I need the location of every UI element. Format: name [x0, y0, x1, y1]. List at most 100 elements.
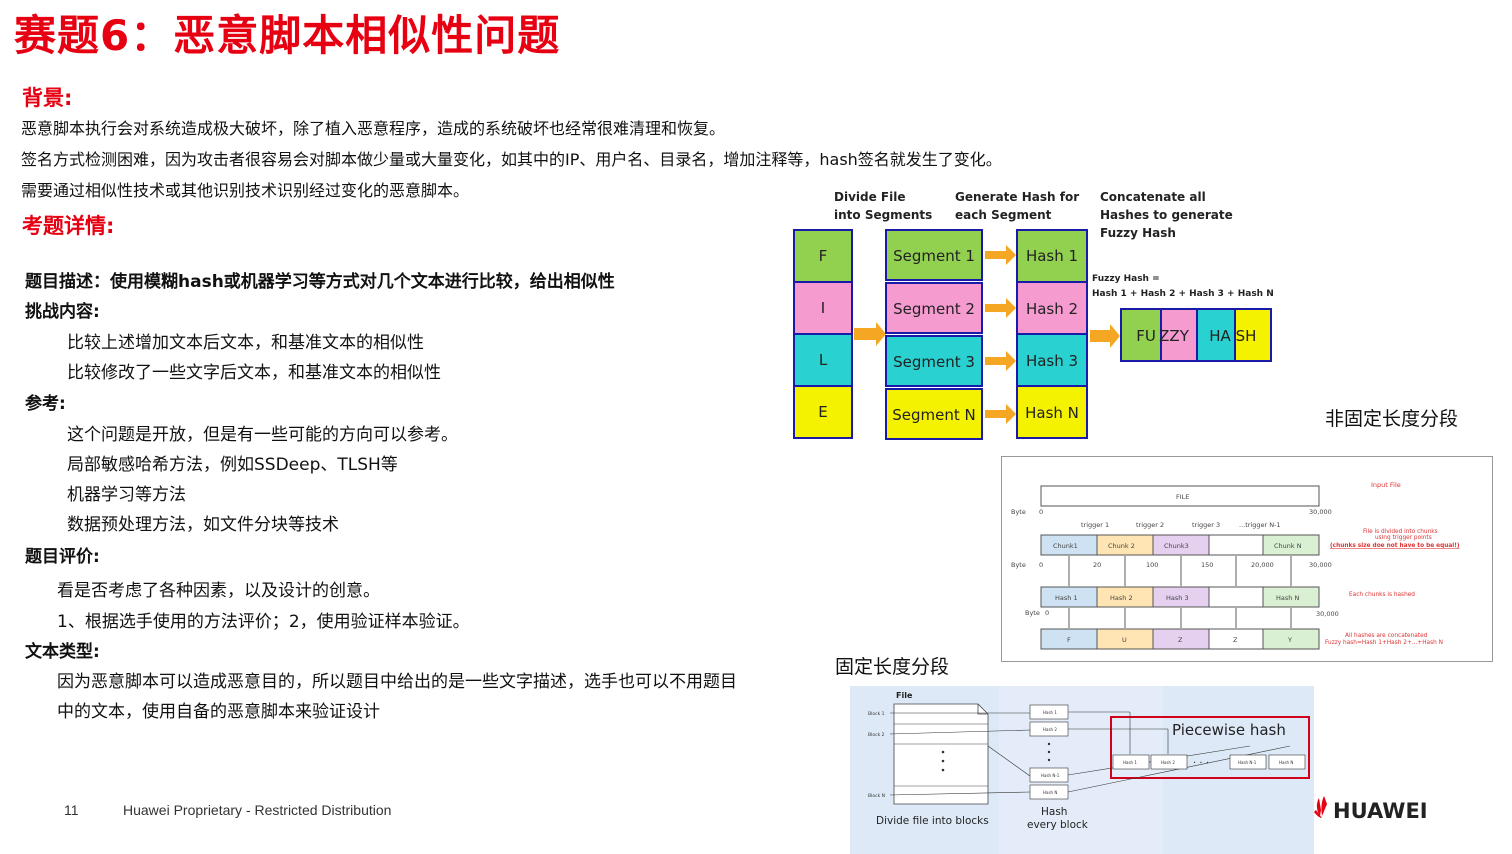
- pw-caption-mid-line1: Hash: [1041, 806, 1067, 818]
- trigger-3: trigger 3: [1192, 521, 1220, 529]
- fuzzy-hash-diagram: Divide File into Segments Generate Hash …: [793, 190, 1274, 440]
- letter-box-5: [1262, 628, 1320, 650]
- fuzzy-part-fu: [1120, 308, 1162, 362]
- note3-line2: Fuzzy hash=Hash 1+Hash 2+...+Hash N: [1325, 640, 1443, 646]
- arrow-seg1-hash1: [985, 245, 1016, 265]
- pw-block-1: Block 1: [868, 711, 885, 717]
- reference-item-1: 这个问题是开放，但是有一些可能的方向可以参考。: [67, 425, 458, 445]
- hash-label-n: Hash N: [1025, 404, 1079, 422]
- background-line-2: 签名方式检测困难，因为攻击者很容易会对脚本做少量或大量变化，如其中的IP、用户名…: [21, 150, 1002, 169]
- hash-box-3: [1016, 333, 1088, 387]
- arrow-segn-hashn: [985, 404, 1016, 424]
- letter-4: Z: [1233, 636, 1238, 644]
- chunk-hash-label-1: Hash 1: [1055, 594, 1078, 602]
- challenge-heading: 挑战内容:: [25, 302, 100, 322]
- offset-150: 150: [1201, 561, 1213, 569]
- chunk-label-3: Chunk3: [1164, 542, 1189, 550]
- hash-box-n: [1016, 385, 1088, 439]
- chunk-box-gap: [1208, 534, 1264, 556]
- reference-item-3: 机器学习等方法: [67, 485, 186, 505]
- caption-variable-length: 非固定长度分段: [1325, 408, 1459, 430]
- byte-label-3: Byte: [1025, 609, 1040, 617]
- texttype-line-1: 因为恶意脚本可以造成恶意目的，所以题目中给出的是一些文字描述，选手也可以不用题目: [57, 672, 737, 692]
- hash-box-2: [1016, 281, 1088, 335]
- fuzzy-part-sh: [1234, 308, 1272, 362]
- footer-text: Huawei Proprietary - Restricted Distribu…: [123, 802, 392, 818]
- file-block-e: [793, 385, 853, 439]
- offset-30000: 30,000: [1309, 561, 1332, 569]
- evaluation-item-1: 看是否考虑了各种因素，以及设计的创意。: [57, 581, 380, 601]
- reference-heading: 参考:: [25, 394, 66, 414]
- letter-5: Y: [1287, 636, 1292, 644]
- col1-label-line1: Divide File: [834, 190, 905, 204]
- slide-title: 赛题6：恶意脚本相似性问题: [14, 11, 561, 60]
- byte-start-3: 0: [1045, 609, 1049, 617]
- offset-20000: 20,000: [1251, 561, 1274, 569]
- texttype-line-2: 中的文本，使用自备的恶意脚本来验证设计: [57, 702, 380, 722]
- pw-hash-text-n-1: Hash N-1: [1041, 773, 1060, 778]
- hash-label-3: Hash 3: [1026, 352, 1078, 370]
- segment-box-2: [885, 282, 983, 334]
- letter-2: U: [1122, 636, 1127, 644]
- background-line-1: 恶意脚本执行会对系统造成极大破坏，除了植入恶意程序，造成的系统破坏也经常很难清理…: [21, 119, 726, 138]
- pw-piece-box-2: [1150, 754, 1188, 770]
- piecewise-highlight-box: [1110, 716, 1310, 779]
- texttype-heading: 文本类型:: [25, 642, 100, 662]
- chunking-diagram: FILE Input File Byte 0 30,000 trigger 1 …: [1001, 456, 1493, 662]
- pw-piece-box-n-1: [1229, 754, 1267, 770]
- note3-line1: All hashes are concatenated: [1345, 633, 1428, 639]
- segment-box-1: [885, 229, 983, 281]
- file-document-icon: [893, 703, 989, 805]
- trigger-1: trigger 1: [1081, 521, 1109, 529]
- description: 题目描述：使用模糊hash或机器学习等方式对几个文本进行比较，给出相似性: [25, 272, 615, 292]
- pw-piece-text-n-1: Hash N-1: [1238, 760, 1257, 765]
- offset-0: 0: [1039, 561, 1043, 569]
- file-bar-label: FILE: [1176, 493, 1189, 501]
- segment-box-3: [885, 335, 983, 387]
- pw-hash-text-n: Hash N: [1043, 790, 1057, 795]
- pw-piece-box-n: [1268, 754, 1306, 770]
- file-letter-i: I: [821, 299, 825, 317]
- piecewise-label: Piecewise hash: [1172, 721, 1286, 739]
- segment-label-n: Segment N: [892, 406, 976, 424]
- col3-label-line3: Fuzzy Hash: [1100, 226, 1176, 240]
- byte-start-1: 0: [1039, 508, 1043, 516]
- file-block-f: [793, 229, 853, 283]
- note1-red: (chunks size doe not have to be equal!): [1330, 543, 1460, 549]
- chunk-label-2: Chunk 2: [1108, 542, 1135, 550]
- pw-piece-box-1: [1112, 754, 1150, 770]
- reference-item-2: 局部敏感哈希方法，例如SSDeep、TLSH等: [67, 455, 398, 475]
- note1-line2: using trigger points: [1375, 535, 1432, 541]
- details-heading: 考题详情:: [22, 214, 115, 238]
- pw-hash-text-1: Hash 1: [1043, 710, 1057, 715]
- challenge-item-1: 比较上述增加文本后文本，和基准文本的相似性: [67, 333, 424, 353]
- huawei-logo: HUAWEI: [1314, 796, 1428, 823]
- fuzzy-text-ha: HA: [1209, 327, 1231, 345]
- evaluation-item-2: 1、根据选手使用的方法评价；2，使用验证样本验证。: [57, 612, 470, 632]
- chunk-hash-label-3: Hash 3: [1166, 594, 1189, 602]
- fuzzy-text-zzy: ZZY: [1159, 327, 1190, 345]
- fuzzy-text-fu: FU: [1136, 327, 1156, 345]
- segment-label-1: Segment 1: [893, 247, 975, 265]
- arrow-seg2-hash2: [985, 298, 1016, 318]
- offset-20: 20: [1093, 561, 1101, 569]
- col3-label-line2: Hashes to generate: [1100, 208, 1233, 222]
- fuzzy-text-sh: SH: [1236, 327, 1257, 345]
- arrow-hashes-to-fuzzy: [1090, 324, 1120, 348]
- pw-piece-dots: · · ·: [1193, 758, 1209, 769]
- background-heading: 背景:: [22, 86, 73, 110]
- col3-label-line1: Concatenate all: [1100, 190, 1206, 204]
- col2-label-line1: Generate Hash for: [955, 190, 1079, 204]
- pw-block-n: Block N: [868, 793, 885, 799]
- letter-3: Z: [1178, 636, 1183, 644]
- chunk-hash-box-gap: [1208, 586, 1264, 608]
- file-letter-f: F: [819, 247, 828, 265]
- trigger-n-1: ...trigger N-1: [1239, 521, 1281, 529]
- note2: Each chunks is hashed: [1349, 592, 1415, 598]
- chunk-hash-box-n: [1262, 586, 1320, 608]
- trigger-2: trigger 2: [1136, 521, 1164, 529]
- pw-piece-text-2: Hash 2: [1161, 760, 1175, 765]
- byte-end-3: 30,000: [1316, 610, 1339, 618]
- arrow-seg3-hash3: [985, 351, 1016, 371]
- offset-100: 100: [1146, 561, 1158, 569]
